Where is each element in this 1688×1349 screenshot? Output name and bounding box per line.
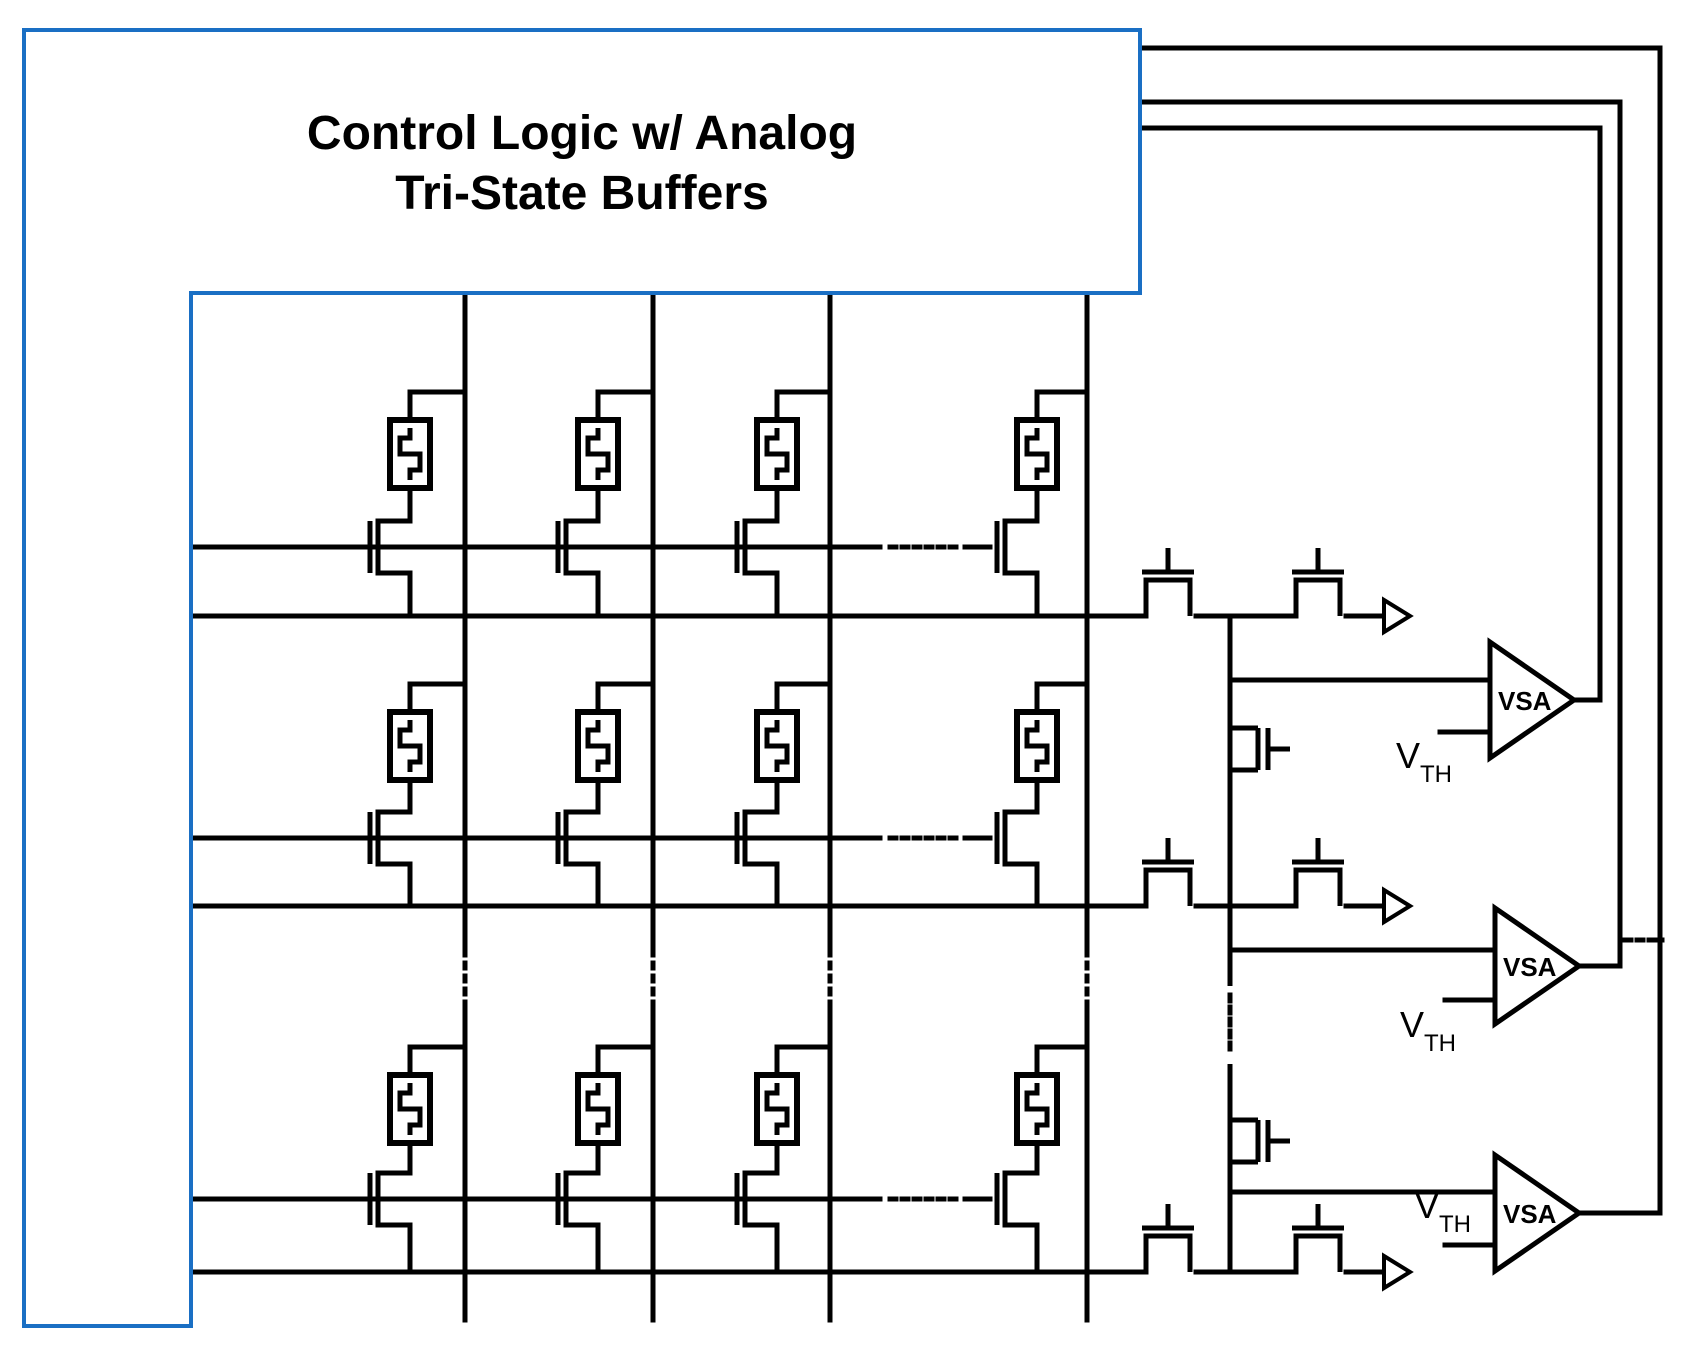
pass-transistor-icon	[1140, 548, 1194, 619]
pass-transistor-icon	[1140, 838, 1194, 909]
memory-cell-icon	[994, 389, 1087, 616]
pass-transistor-icon	[1290, 548, 1344, 619]
pass-transistor-icon	[1290, 838, 1344, 909]
vsa-label: VSA	[1498, 686, 1552, 716]
memory-cell-icon	[367, 681, 465, 906]
output-arrow-icon	[1382, 596, 1414, 636]
vsa-label: VSA	[1503, 952, 1557, 982]
memory-cell-icon	[734, 681, 830, 906]
control-block-title-line-1: Control Logic w/ Analog	[306, 107, 858, 160]
control-logic-block	[22, 28, 1142, 1328]
vth-subscript: TH	[1439, 1211, 1471, 1238]
output-arrow-icon	[1382, 886, 1414, 926]
control-block-title-line-2: Tri-State Buffers	[395, 167, 769, 220]
memory-cell-icon	[367, 389, 465, 616]
output-arrow-icon	[1382, 1252, 1414, 1292]
vth-subscript: TH	[1424, 1030, 1456, 1057]
memory-cell-icon	[555, 1044, 653, 1272]
vth-label: VTH	[1400, 1004, 1456, 1057]
sense-amplifier: VSA VTH	[1140, 99, 1623, 1057]
comparator-triangle-icon	[1487, 637, 1579, 763]
memory-cell-icon	[555, 389, 653, 616]
comparator-triangle-icon	[1492, 903, 1584, 1029]
pass-transistor-icon	[1290, 1204, 1344, 1275]
memory-cell-icon	[367, 1044, 465, 1272]
pass-transistor-icon	[1140, 1204, 1194, 1275]
sense-amplifier: VSA VTH	[1140, 125, 1603, 788]
vth-label: VTH	[1396, 735, 1452, 788]
memory-cell-icon	[734, 389, 830, 616]
memory-cell-icon	[734, 1044, 830, 1272]
vsa-label: VSA	[1503, 1199, 1557, 1229]
memory-cell-icon	[994, 1044, 1087, 1272]
memory-cell-icon	[994, 681, 1087, 906]
memory-cell-icon	[555, 681, 653, 906]
series-transistor-icon	[1230, 1117, 1290, 1165]
series-transistor-icon	[1230, 725, 1290, 773]
vth-subscript: TH	[1420, 761, 1452, 788]
comparator-triangle-icon	[1492, 1150, 1584, 1276]
sense-amplifier: VSA VTH	[1140, 45, 1663, 1276]
